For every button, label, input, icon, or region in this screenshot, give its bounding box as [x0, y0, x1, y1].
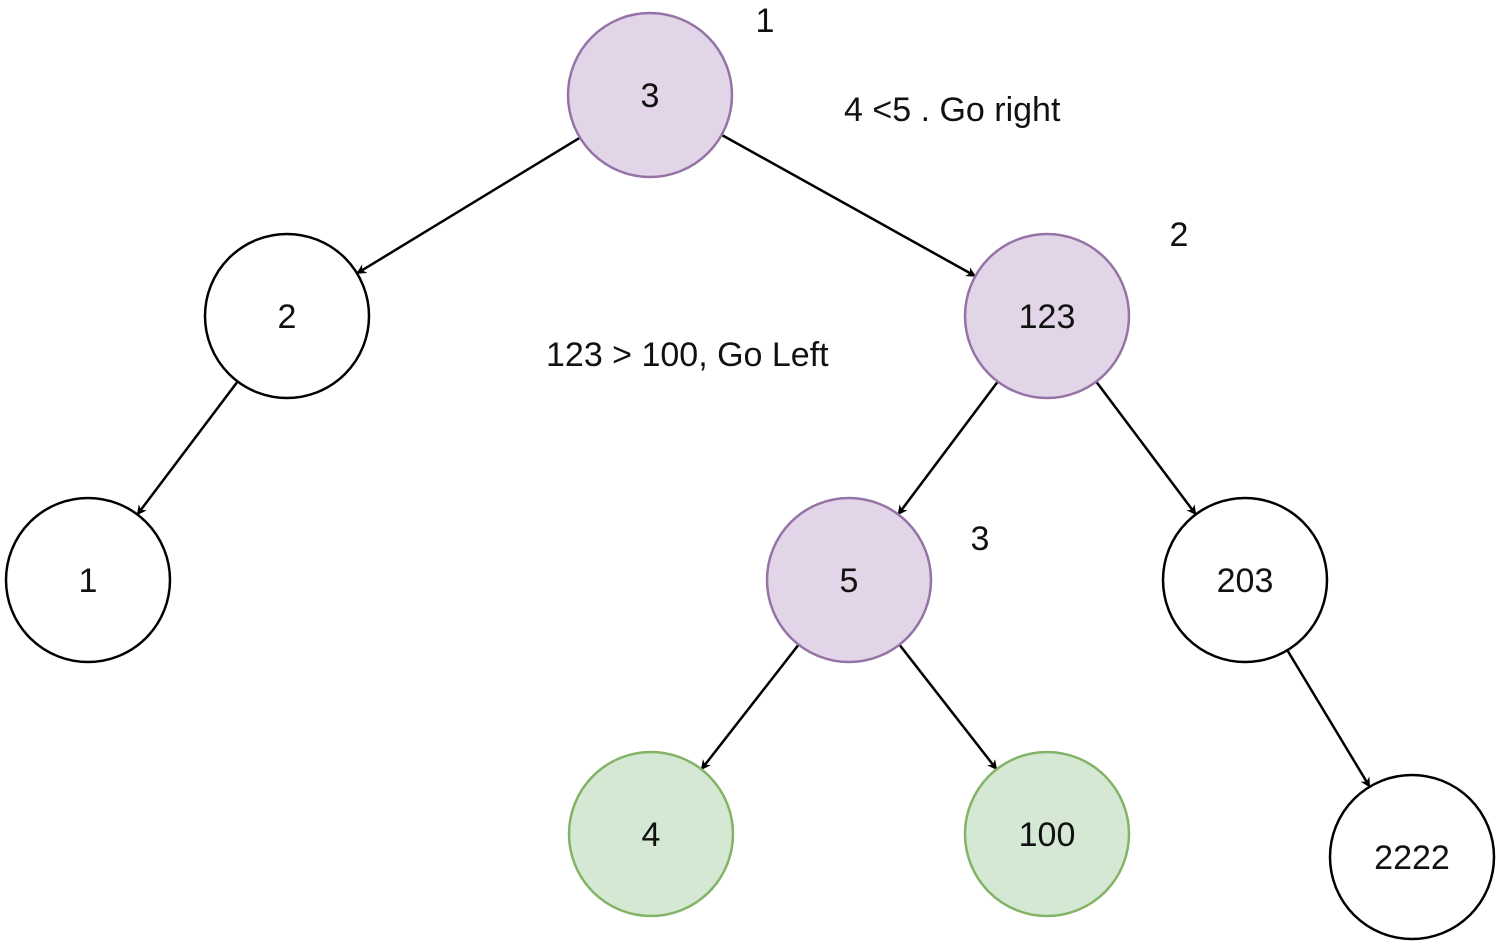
node-circle [4, 496, 172, 664]
node-circle [963, 750, 1131, 918]
tree-node-123: 123 [963, 232, 1131, 400]
tree-node-100: 100 [963, 750, 1131, 918]
step-number-3: 3 [971, 520, 990, 558]
tree-node-1: 1 [4, 496, 172, 664]
annotations: 1 2 3 4 <5 . Go right 123 > 100, Go Left [546, 2, 1188, 558]
tree-node-5: 5 [765, 496, 933, 664]
edge-123-to-203 [1095, 380, 1197, 516]
edge-123-to-5 [897, 380, 999, 516]
edge-5-to-4 [700, 643, 800, 771]
step-number-1: 1 [756, 2, 775, 40]
node-circle [1328, 773, 1496, 941]
node-label: 1 [79, 562, 98, 600]
node-circle [765, 496, 933, 664]
edge-3-to-2 [356, 136, 581, 275]
note-go-right: 4 <5 . Go right [844, 91, 1061, 129]
node-label: 203 [1217, 562, 1274, 600]
node-label: 100 [1019, 816, 1076, 854]
node-label: 3 [641, 77, 660, 115]
node-circle [567, 750, 735, 918]
node-label: 2 [278, 298, 297, 336]
node-label: 4 [642, 816, 661, 854]
edge-2-to-1 [136, 380, 239, 516]
note-go-left: 123 > 100, Go Left [546, 336, 829, 374]
node-label: 2222 [1374, 839, 1450, 877]
tree-node-203: 203 [1161, 496, 1329, 664]
tree-node-3: 3 [566, 11, 734, 179]
tree-node-2: 2 [203, 232, 371, 400]
node-label: 5 [840, 562, 859, 600]
node-circle [566, 11, 734, 179]
edge-5-to-100 [898, 643, 998, 771]
nodes: 3 2 123 1 5 203 4 100 2222 [4, 11, 1496, 941]
node-circle [1161, 496, 1329, 664]
edge-3-to-123 [721, 133, 977, 278]
step-number-2: 2 [1170, 216, 1189, 254]
edge-203-to-2222 [1286, 649, 1371, 788]
node-circle [963, 232, 1131, 400]
node-circle [203, 232, 371, 400]
tree-node-4: 4 [567, 750, 735, 918]
tree-node-2222: 2222 [1328, 773, 1496, 941]
edges [136, 133, 1371, 788]
node-label: 123 [1019, 298, 1076, 336]
